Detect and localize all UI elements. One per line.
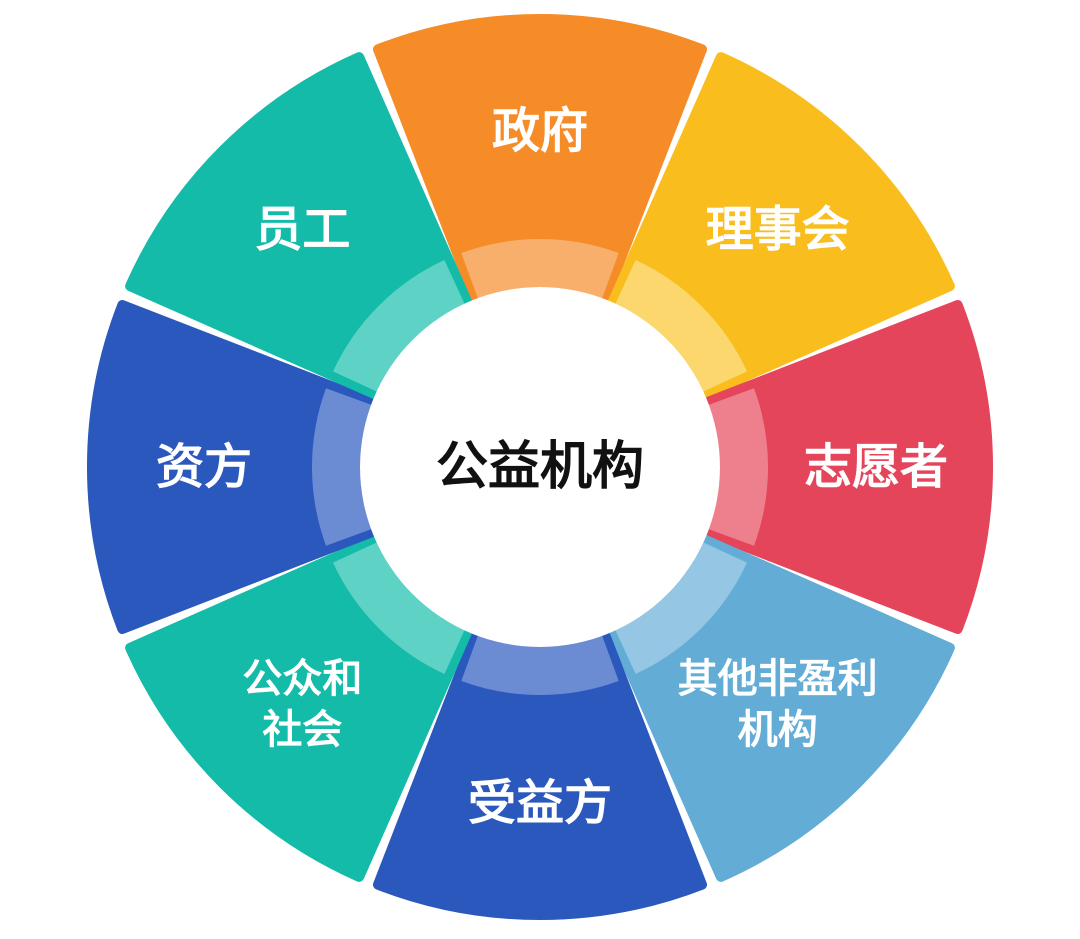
segment-inner-beneficiary — [461, 635, 619, 696]
segment-label-line: 社会 — [262, 707, 342, 753]
segment-label-line: 受益方 — [468, 775, 612, 831]
segment-inner-other-npo — [615, 542, 747, 674]
center-label: 公益机构 — [436, 437, 644, 497]
segment-label-line: 其他非盈利 — [678, 656, 878, 702]
segment-label-board: 理事会 — [706, 201, 850, 257]
segment-inner-funders — [311, 388, 372, 546]
segment-label-public: 公众和社会 — [242, 656, 362, 753]
segment-label-line: 员工 — [254, 201, 350, 257]
segment-label-other-npo: 其他非盈利机构 — [678, 656, 878, 753]
segment-label-line: 政府 — [492, 103, 588, 159]
segment-inner-board — [615, 260, 747, 392]
segment-inner-government — [461, 238, 619, 299]
segment-inner-public — [333, 542, 465, 674]
segment-label-beneficiary: 受益方 — [468, 775, 612, 831]
segment-label-staff: 员工 — [254, 201, 350, 257]
segment-label-line: 理事会 — [706, 201, 850, 257]
segment-label-line: 资方 — [156, 439, 252, 495]
inner-ring-layer — [311, 238, 769, 696]
segment-label-funders: 资方 — [156, 439, 252, 495]
segment-label-volunteers: 志愿者 — [804, 439, 948, 495]
segment-inner-staff — [333, 260, 465, 392]
center-circle — [360, 287, 720, 647]
segment-label-line: 公众和 — [242, 656, 362, 702]
segment-label-government: 政府 — [492, 103, 588, 159]
segment-label-line: 志愿者 — [804, 439, 948, 495]
segment-label-line: 机构 — [738, 707, 818, 753]
segment-inner-volunteers — [708, 388, 769, 546]
